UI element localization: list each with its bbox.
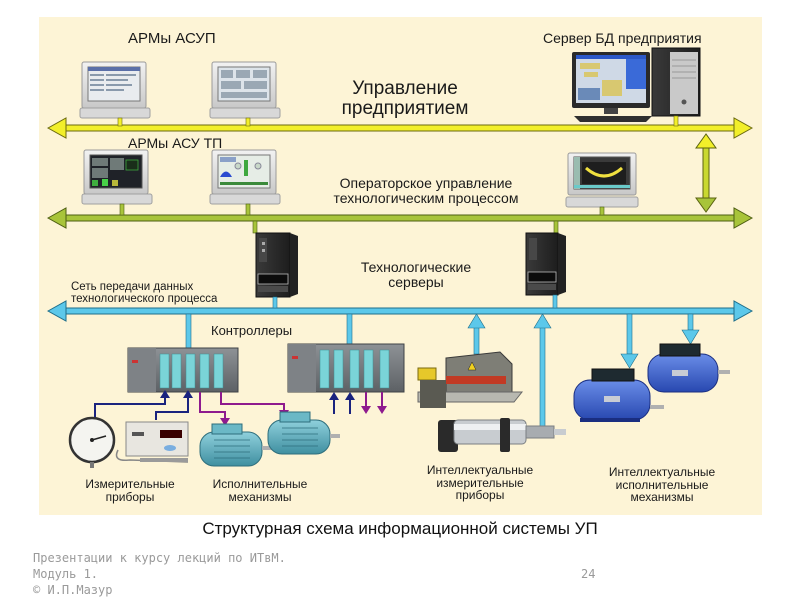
smart-actuators-line1: Интеллектуальные: [608, 465, 716, 479]
smart-measuring-label: Интеллектуальные измерительные приборы: [410, 464, 550, 502]
process-network-bus: [46, 300, 754, 322]
actuators-label: Исполнительные механизмы: [200, 478, 320, 503]
smart-measuring-line1: Интеллектуальные: [426, 463, 534, 477]
signal-arrows-controller-2: [329, 392, 387, 414]
signal-outputs-controller-1: [199, 392, 285, 420]
smart-sensor-links: [467, 313, 552, 431]
page-number: 24: [581, 567, 596, 581]
footer-module: Модуль 1.: [33, 567, 99, 581]
process-network-line1: Сеть передачи данных: [71, 281, 194, 293]
smart-measuring-device-2: [438, 418, 566, 452]
tech-server-1: [252, 220, 298, 309]
enterprise-bus: [46, 117, 754, 139]
plc-controller-1: [127, 347, 239, 393]
process-bus-arrow-left: [46, 300, 67, 322]
db-server-label: Сервер БД предприятия: [543, 30, 702, 46]
measuring-instruments-label: Измерительные приборы: [60, 478, 200, 503]
smart-actuators-line2: исполнительные: [615, 477, 709, 492]
enterprise-bus-arrow-left: [46, 117, 67, 139]
arm-asu-tp-workstation-2: [209, 149, 281, 216]
tech-server-2: [525, 220, 566, 309]
enterprise-management-line2: предприятием: [341, 97, 469, 119]
arm-asup-label: АРМы АСУП: [128, 30, 216, 47]
operator-control-line1: Операторское управление: [339, 175, 513, 191]
actuator-motor-2: [267, 411, 340, 455]
smart-actuator-motor-1: [573, 368, 664, 422]
gauge-instrument: [68, 416, 116, 468]
tech-servers-line2: серверы: [388, 273, 444, 290]
smart-actuator-motor-2: [647, 343, 730, 393]
arm-asup-workstation-2: [209, 61, 281, 127]
smart-measuring-line2: измерительные: [436, 475, 524, 490]
slide-caption: Структурная схема информационной системы…: [202, 519, 598, 538]
operator-bus: [46, 207, 754, 229]
tech-servers-line1: Технологические: [360, 259, 472, 275]
process-network-label: Сеть передачи данных технологического пр…: [71, 281, 217, 305]
arm-asu-tp-workstation-1: [81, 149, 153, 216]
arm-asu-tp-label: АРМы АСУ ТП: [128, 135, 223, 151]
enterprise-management-line1: Управление: [352, 78, 458, 99]
tech-servers-label: Технологические серверы: [336, 260, 496, 289]
operator-control-label: Операторское управление технологическим …: [296, 176, 556, 205]
enterprise-management-label: Управление предприятием: [310, 79, 500, 119]
signal-input-arrowheads-1: [160, 390, 193, 398]
smart-measuring-line3: приборы: [455, 488, 505, 503]
process-bus-line: [61, 307, 739, 315]
db-server-computer: [572, 47, 701, 127]
arm-asup-workstation-1: [79, 61, 151, 127]
smart-actuator-links: [620, 313, 700, 369]
operator-control-line2: технологическим процессом: [333, 189, 519, 206]
operator-bus-arrow-left: [46, 207, 67, 229]
smart-measuring-device-1: [417, 351, 524, 408]
operator-bus-arrow-right: [733, 207, 754, 229]
actuator-motor-1: [199, 423, 272, 467]
enterprise-bus-arrow-right: [733, 117, 754, 139]
operator-bus-line: [61, 214, 739, 222]
footer-author: © И.П.Мазур: [33, 583, 113, 597]
operator-workstation-3: [565, 152, 639, 216]
measuring-instruments-line1: Измерительные: [85, 477, 175, 491]
plc-controller-2: [287, 343, 405, 393]
bus-interconnect-arrow: [695, 133, 717, 213]
signal-inputs-controller-1: [94, 396, 189, 425]
actuators-line2: механизмы: [228, 489, 292, 504]
footer-course: Презентации к курсу лекций по ИТвМ.: [33, 551, 286, 565]
smart-actuators-line3: механизмы: [630, 490, 694, 505]
controllers-label: Контроллеры: [211, 323, 293, 338]
enterprise-bus-line: [61, 124, 739, 132]
digital-meter-instrument: [115, 421, 189, 463]
measuring-instruments-line2: приборы: [105, 489, 155, 504]
actuators-line1: Исполнительные: [212, 477, 308, 491]
process-bus-arrow-right: [733, 300, 754, 322]
smart-actuators-label: Интеллектуальные исполнительные механизм…: [592, 466, 732, 504]
process-network-line2: технологического процесса: [71, 293, 218, 306]
